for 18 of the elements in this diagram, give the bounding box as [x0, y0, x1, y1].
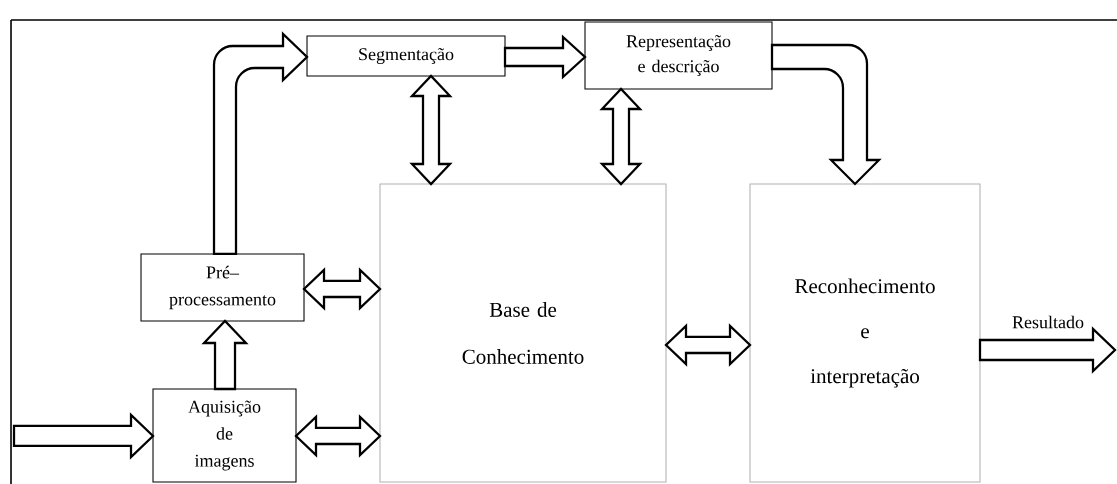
- arrow: [212, 32, 309, 256]
- arrow: [201, 319, 249, 391]
- arrow: [664, 323, 752, 367]
- arrow: [978, 326, 1117, 374]
- arrow: [503, 34, 587, 80]
- arrow: [770, 43, 881, 186]
- arrow: [599, 87, 643, 186]
- process-box: Segmentação: [306, 35, 506, 77]
- arrow: [302, 267, 382, 311]
- process-box: Aquisição de imagens: [152, 388, 297, 483]
- process-box: Base de Conhecimento: [379, 183, 667, 483]
- arrow: [294, 414, 382, 458]
- arrow: [12, 412, 155, 460]
- process-box: Pré– processamento: [140, 253, 305, 322]
- process-box: Representação e descrição: [584, 21, 773, 90]
- arrow: [409, 74, 453, 186]
- process-box: Reconhecimento e interpretação: [749, 183, 981, 483]
- edge-label: Resultado: [1010, 314, 1086, 330]
